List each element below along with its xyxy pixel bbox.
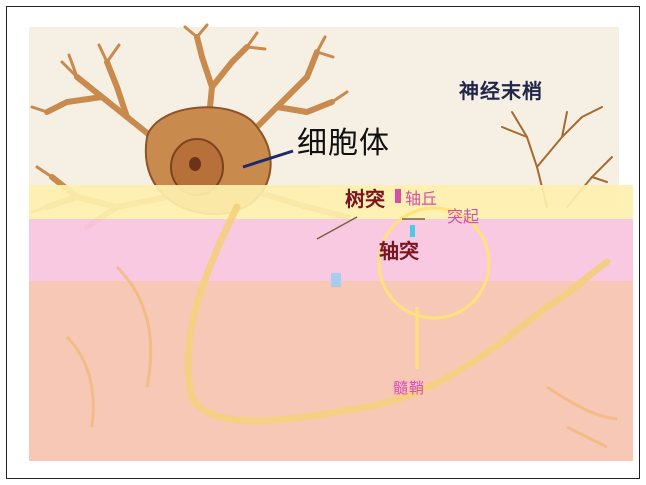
axon-label: 轴突 xyxy=(379,241,419,261)
axon-hillock-label: 轴丘 xyxy=(405,191,437,207)
yellow-band xyxy=(29,185,633,219)
cell-body-label: 细胞体 xyxy=(297,129,390,159)
dendrite-label: 树突 xyxy=(345,189,385,209)
slide-frame: 细胞体 神经末梢 树突 轴丘 突起 轴突 髓鞘 xyxy=(6,6,640,479)
projection-label: 突起 xyxy=(447,209,479,225)
myelin-sheath-label: 髓鞘 xyxy=(393,381,425,396)
nerve-terminal-label: 神经末梢 xyxy=(459,81,543,101)
neuron-illustration xyxy=(7,7,639,478)
